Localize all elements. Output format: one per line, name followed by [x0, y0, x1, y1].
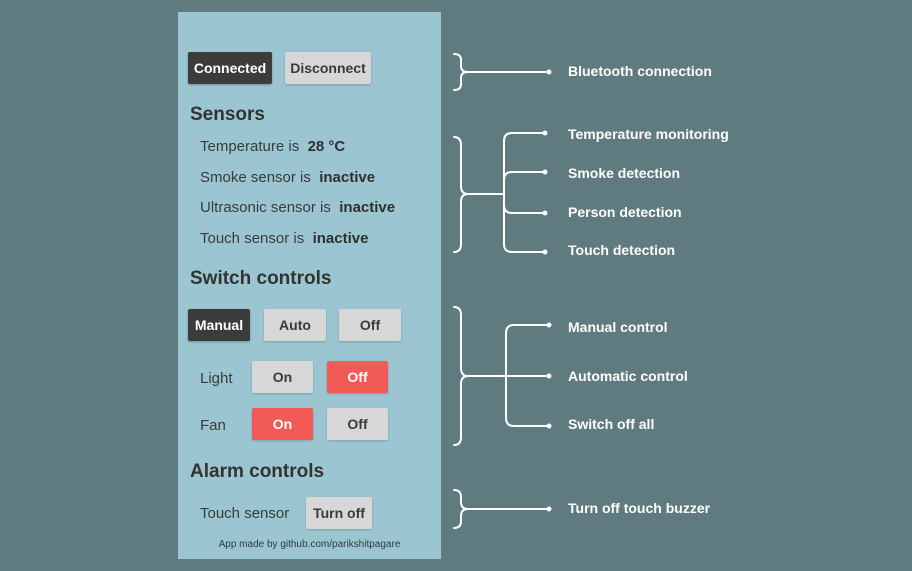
annotation-automatic-control: Automatic control [568, 368, 688, 384]
smoke-value: inactive [319, 169, 376, 186]
footer-credit: App made by github.com/parikshitpagare [218, 539, 401, 550]
ultrasonic-value: inactive [339, 199, 396, 216]
person-dot [542, 210, 548, 216]
touch-status: Touch sensor is inactive [200, 230, 368, 247]
fan-on-button[interactable]: On [252, 408, 313, 440]
annotation-person-detection: Person detection [568, 204, 682, 220]
touch-sensor-label: Touch sensor [200, 505, 290, 522]
switch-controls-heading: Switch controls [190, 268, 332, 289]
app-panel: Connected Disconnect Sensors Temperature… [178, 12, 441, 559]
ultrasonic-status: Ultrasonic sensor is inactive [200, 199, 395, 216]
light-on-button[interactable]: On [252, 361, 313, 393]
annotation-temperature-monitoring: Temperature monitoring [568, 126, 729, 142]
temperature-dot [542, 130, 548, 136]
turn-off-button[interactable]: Turn off [306, 497, 372, 529]
smoke-status: Smoke sensor is inactive [200, 169, 375, 186]
fan-label: Fan [200, 417, 226, 434]
manual-dot [546, 322, 552, 328]
annotation-bluetooth-connection: Bluetooth connection [568, 63, 712, 79]
light-label: Light [200, 370, 233, 387]
sensors-bracket [453, 136, 469, 253]
alarm-controls-heading: Alarm controls [190, 461, 325, 482]
temperature-label: Temperature is [200, 138, 300, 155]
switch-off-dot [546, 423, 552, 429]
annotation-turn-off-touch-buzzer: Turn off touch buzzer [568, 500, 711, 516]
touch-value: inactive [312, 230, 369, 247]
smoke-dot [542, 169, 548, 175]
sensors-branch-trunk [503, 132, 546, 253]
smoke-label: Smoke sensor is [200, 169, 311, 186]
connected-button[interactable]: Connected [188, 52, 272, 84]
bluetooth-bracket [453, 53, 469, 91]
mode-off-button[interactable]: Off [339, 309, 401, 341]
touch-dot [542, 249, 548, 255]
alarm-bracket [453, 489, 469, 529]
switch-branch-trunk [505, 324, 549, 427]
annotation-manual-control: Manual control [568, 319, 668, 335]
ultrasonic-label: Ultrasonic sensor is [200, 199, 331, 216]
buzzer-dot [546, 506, 552, 512]
light-off-button[interactable]: Off [327, 361, 388, 393]
annotation-touch-detection: Touch detection [568, 242, 676, 258]
disconnect-button[interactable]: Disconnect [285, 52, 371, 84]
manual-button[interactable]: Manual [188, 309, 250, 341]
automatic-dot [546, 373, 552, 379]
auto-button[interactable]: Auto [264, 309, 326, 341]
sensors-heading: Sensors [190, 104, 265, 125]
person-branch [503, 204, 546, 214]
temperature-status: Temperature is 28 °C [200, 138, 345, 155]
annotation-smoke-detection: Smoke detection [568, 165, 681, 181]
fan-off-button[interactable]: Off [327, 408, 388, 440]
smoke-branch [503, 171, 546, 181]
temperature-value: 28 °C [307, 138, 346, 155]
bluetooth-dot [546, 69, 552, 75]
touch-label: Touch sensor is [200, 230, 305, 247]
annotation-switch-off-all: Switch off all [568, 416, 655, 432]
switch-bracket [453, 306, 469, 446]
